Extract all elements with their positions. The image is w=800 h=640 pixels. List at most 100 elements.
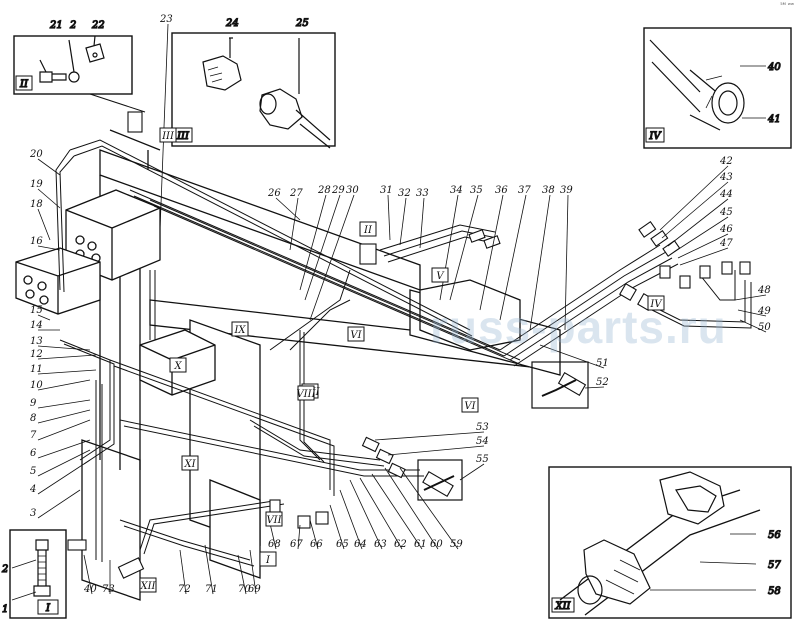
inset-I-labels: I21: [0, 563, 51, 615]
view-mark-layer: IIVVIVIIXXVIIIVIIVIIIXIIXIIIIIIV: [139, 127, 665, 593]
callout-leader: [387, 445, 485, 456]
view-mark-V: V: [431, 267, 449, 283]
callout-number: 61: [414, 539, 427, 550]
callout-leader: [419, 197, 425, 249]
callout-number: 5: [30, 466, 36, 477]
callout-leader: [387, 194, 391, 241]
callout-number: 7: [30, 430, 37, 441]
callout-leader: [297, 524, 301, 550]
callout-leader: [37, 379, 91, 391]
callout-29: 29: [304, 185, 345, 301]
detail-boxes: [417, 361, 589, 501]
callout-60: 60: [384, 467, 443, 550]
view-mark-VI: VI: [347, 326, 365, 342]
callout-number: 72: [178, 584, 191, 595]
callout-leader: [37, 354, 97, 360]
callout-leader: [309, 194, 355, 321]
inset-part-number: 2: [69, 20, 76, 31]
view-mark-X: X: [169, 357, 187, 373]
inset-part-number: 21: [49, 20, 63, 31]
inset-XII: [548, 466, 792, 619]
callout-leader: [37, 489, 81, 519]
callout-61: 61: [371, 473, 427, 550]
callout-leader: [37, 459, 91, 495]
callout-number: 42: [719, 156, 733, 167]
callout-69: 69: [248, 549, 261, 595]
callout-number: 15: [30, 305, 43, 316]
callout-18: 18: [30, 199, 51, 241]
view-mark-box: [297, 385, 315, 401]
view-mark-label: VI: [464, 401, 476, 412]
callout-number: 38: [542, 185, 555, 196]
inset-part-number: 57: [768, 560, 781, 571]
callout-number: 10: [30, 380, 43, 391]
view-mark-box: [359, 221, 377, 237]
inset-IV: [643, 27, 792, 149]
callout-leader: [479, 194, 504, 311]
callout-leader: [159, 23, 169, 231]
callout-62: 62: [359, 477, 407, 550]
inset-II: [13, 35, 146, 113]
callout-number: 6: [30, 448, 37, 459]
callout-8: 8: [30, 409, 91, 424]
callout-5: 5: [30, 449, 91, 477]
view-mark-IV: IV: [647, 295, 665, 311]
callout-37: 37: [499, 185, 531, 321]
callout-number: 19: [30, 179, 43, 190]
inset-id-label: IV: [648, 131, 662, 142]
view-mark-I: I: [259, 551, 277, 567]
callout-number: 66: [310, 539, 323, 550]
callout-20: 20: [29, 149, 61, 176]
callout-leader: [37, 245, 61, 251]
callout-number: 32: [398, 188, 411, 199]
callout-leader: [37, 314, 51, 321]
callout-leader: [661, 181, 729, 239]
callout-leader: [349, 479, 383, 550]
callout-leader: [677, 233, 729, 259]
callout-53: 53: [374, 422, 489, 441]
inset-I: [9, 529, 67, 619]
callout-number: 48: [757, 285, 771, 296]
callout-number: 34: [450, 185, 463, 196]
callout-28: 28: [299, 185, 331, 291]
view-mark-box: [139, 577, 157, 593]
callout-leader: [329, 504, 345, 550]
callout-leader: [37, 399, 91, 409]
callout-39: 39: [560, 185, 573, 331]
callout-64: 64: [339, 489, 367, 550]
callout-38: 38: [529, 185, 555, 331]
callout-number: 26: [267, 188, 281, 199]
callout-number: 20: [29, 149, 43, 160]
callout-leader: [737, 309, 767, 317]
callout-number: 12: [30, 349, 43, 360]
inset-part-number: 22: [91, 20, 105, 31]
callout-number: 31: [380, 185, 393, 196]
callout-number: 44: [719, 189, 733, 200]
callout-36: 36: [479, 185, 508, 311]
callout-number: 37: [518, 185, 531, 196]
view-mark-box: [461, 397, 479, 413]
inset-part-number: 41: [767, 114, 781, 125]
callout-leader: [37, 345, 91, 351]
view-mark-label: IX: [233, 325, 246, 336]
callout-leader: [734, 294, 767, 301]
callout-number: 29: [331, 185, 345, 196]
callout-number: 49: [757, 306, 771, 317]
callout-35: 35: [449, 185, 483, 301]
inset-part-number: 56: [768, 530, 781, 541]
callout-65: 65: [329, 504, 349, 550]
view-mark-box: [431, 267, 449, 283]
callout-number: 69: [248, 584, 261, 595]
callout-number: 4: [29, 484, 36, 495]
callout-number: 39: [560, 185, 573, 196]
callout-leader: [37, 409, 91, 424]
callout-11: 11: [30, 364, 97, 375]
callout-number: 46: [719, 224, 733, 235]
callout-leader: [37, 208, 51, 241]
view-mark-box: [159, 127, 177, 143]
callout-16: 16: [30, 236, 61, 251]
callout-13: 13: [30, 336, 91, 351]
